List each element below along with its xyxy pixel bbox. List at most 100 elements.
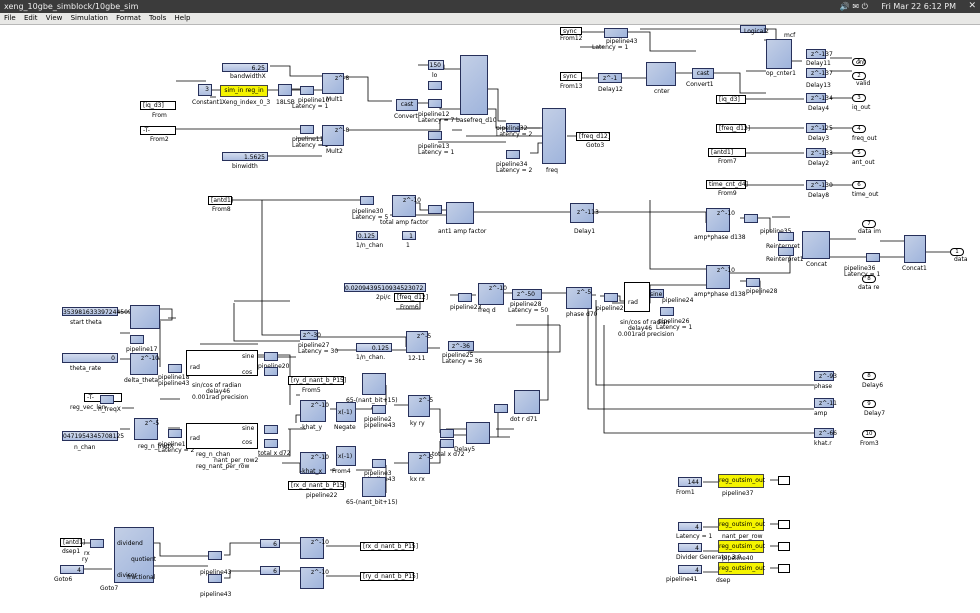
total-amp-factor-block[interactable]: z^-10 [392,195,421,217]
cnter-block[interactable] [646,62,676,86]
amp-phase-mult2-block[interactable]: z^-10 [706,265,735,289]
pipeline27-block[interactable]: z^-30 [300,330,321,340]
from12-sync[interactable]: sync [560,27,582,35]
constant1-block[interactable]: 3 [198,84,212,96]
menu-tools[interactable]: Tools [149,14,167,22]
delay3-block[interactable]: z^-125 [806,123,833,133]
theta-rate-constant[interactable]: 0 [62,353,118,363]
freq-addsub-block[interactable] [542,108,566,164]
pipeline-lo-block[interactable] [428,81,442,90]
nant-per-row-constant[interactable]: 4 [60,565,84,574]
model-canvas[interactable]: 6.25 bandwidthX 3 Constant1 sim_in reg_i… [0,25,980,613]
from9-time-cnt[interactable]: time_cnt_d4] [706,180,748,189]
pipeline24-block[interactable] [650,289,664,298]
dot-r-d71-block[interactable] [466,422,490,444]
twopi-constant[interactable]: 0.0209439510934523072 [344,283,426,292]
goto6-rx[interactable]: [rx_d_nant_b_P15] [360,542,418,551]
clock[interactable]: Fri Mar 22 6:12 PM [881,2,956,11]
mult-12-11-block[interactable]: z^-5 [406,331,431,353]
outport-data-im[interactable]: 7 [862,220,876,228]
from5-ry[interactable]: [ry_d_nant_b_P15] [288,376,346,385]
pipeline41-block[interactable] [208,574,222,583]
delay5-block[interactable]: z^-93 [814,371,837,381]
sincos-block-theta[interactable] [186,350,258,376]
basefreq-addsub-block[interactable] [460,55,488,115]
pipeline19-block[interactable] [168,429,182,438]
pipeline-phi1-block[interactable] [264,425,278,434]
pipeline43-block[interactable] [604,28,628,38]
from-iq-d3-right[interactable]: [iq_d3] [716,95,746,104]
one-constant[interactable]: 1 [402,231,416,240]
pipeline37-block[interactable] [90,539,104,548]
tray-icons[interactable]: 🔊 ✉ ⏻ [839,2,868,11]
rx-mult-block[interactable]: z^-10 [300,537,329,559]
pipeline11-block[interactable] [300,125,314,134]
lo-constant[interactable]: 150 [428,60,444,70]
slice-18lsb-block[interactable] [278,84,292,96]
pipeline13-block[interactable] [428,131,442,140]
pipeline35-block[interactable] [744,214,758,223]
convert-block[interactable]: cast [396,99,418,111]
delay4-block[interactable]: z^-134 [806,93,833,103]
mult1-block[interactable]: z^-8 [322,73,349,94]
pipeline-phi2-block[interactable] [264,439,278,448]
sincos-block-phi[interactable] [186,423,258,449]
amp-phase-mult-block[interactable]: z^-10 [706,208,735,232]
divider-generator-block[interactable]: dividend divisor quotient fractional [114,527,156,583]
pipeline32-block[interactable] [506,123,520,132]
total-x-d72-block[interactable] [514,390,540,414]
pipeline-kr2-block[interactable] [440,439,454,448]
concat1-block[interactable] [904,235,926,263]
n-chan-constant[interactable]: 0.125 [356,231,378,240]
pipeline16-block[interactable] [100,395,114,404]
phi-rate-constant[interactable]: 0471954345708125 [62,431,125,441]
outport-amp[interactable]: 9 [862,400,876,408]
outport-data-re[interactable]: 8 [862,275,876,283]
pipeline20-block[interactable] [264,352,278,361]
menu-format[interactable]: Format [116,14,141,22]
menu-edit[interactable]: Edit [23,14,38,22]
pipeline29-block[interactable] [746,278,760,287]
close-icon[interactable]: ✕ [968,1,976,11]
shift-ry-block[interactable] [362,373,386,395]
menu-simulation[interactable]: Simulation [70,14,108,22]
goto7-ry[interactable]: [ry_d_nant_b_P15] [360,572,418,581]
menu-view[interactable]: View [45,14,63,22]
menu-file[interactable]: File [4,14,16,22]
nant-per-row2-constant[interactable]: 4 [678,565,702,574]
outport-data[interactable]: 1 [950,248,964,256]
outport-ant-out[interactable]: 5 [852,149,866,157]
menu-help[interactable]: Help [174,14,191,22]
start-theta-constant[interactable]: 353981633397244509 [62,307,132,316]
pipeline17-block[interactable] [130,335,144,344]
delay13-block[interactable]: z^-137 [806,68,833,78]
pipeline28-block[interactable]: z^-50 [512,289,542,300]
xeng-index-register[interactable]: sim_in reg_in [220,85,268,97]
pipeline40-block[interactable] [208,551,222,560]
pipeline-amp-block[interactable] [428,205,442,214]
pipeline10-block[interactable] [300,86,314,95]
n-chan-register-constant[interactable]: 4 [678,543,702,552]
freq-d-mult-block[interactable]: z^-10 [478,283,507,305]
bandwidthX-constant[interactable]: 6.25 [222,63,268,72]
outport-time-out[interactable]: 6 [852,181,866,189]
shift-constant[interactable]: 0.125 [356,343,392,352]
from6-freq-d12[interactable]: [freq_d12] [394,293,428,302]
negate-block[interactable]: x(-1) [336,402,356,422]
delay11-block[interactable]: z^-137 [806,49,833,59]
from4-rx[interactable]: [rx_d_nant_b_P15] [288,481,346,490]
outport-cnt[interactable]: 1 [852,58,866,66]
pipeline-kr1-block[interactable] [440,429,454,438]
outport-valid[interactable]: 2 [852,72,866,80]
from7-antd1[interactable]: [antd1] [708,148,746,157]
pipeline34-block[interactable] [506,150,520,159]
outport-phase[interactable]: 8 [862,372,876,380]
reinterpret1-block[interactable] [778,247,794,256]
delay1-block[interactable]: z^-113 [570,203,599,223]
pipeline23-block[interactable] [458,293,472,302]
outport-freq-out[interactable]: 4 [852,125,866,133]
delay8-block[interactable]: z^-130 [806,180,833,190]
terminator-n-chan[interactable] [778,542,790,551]
khat-x-block[interactable]: z^-10 [300,452,329,474]
pipeline26-block[interactable]: z^-36 [448,341,474,351]
